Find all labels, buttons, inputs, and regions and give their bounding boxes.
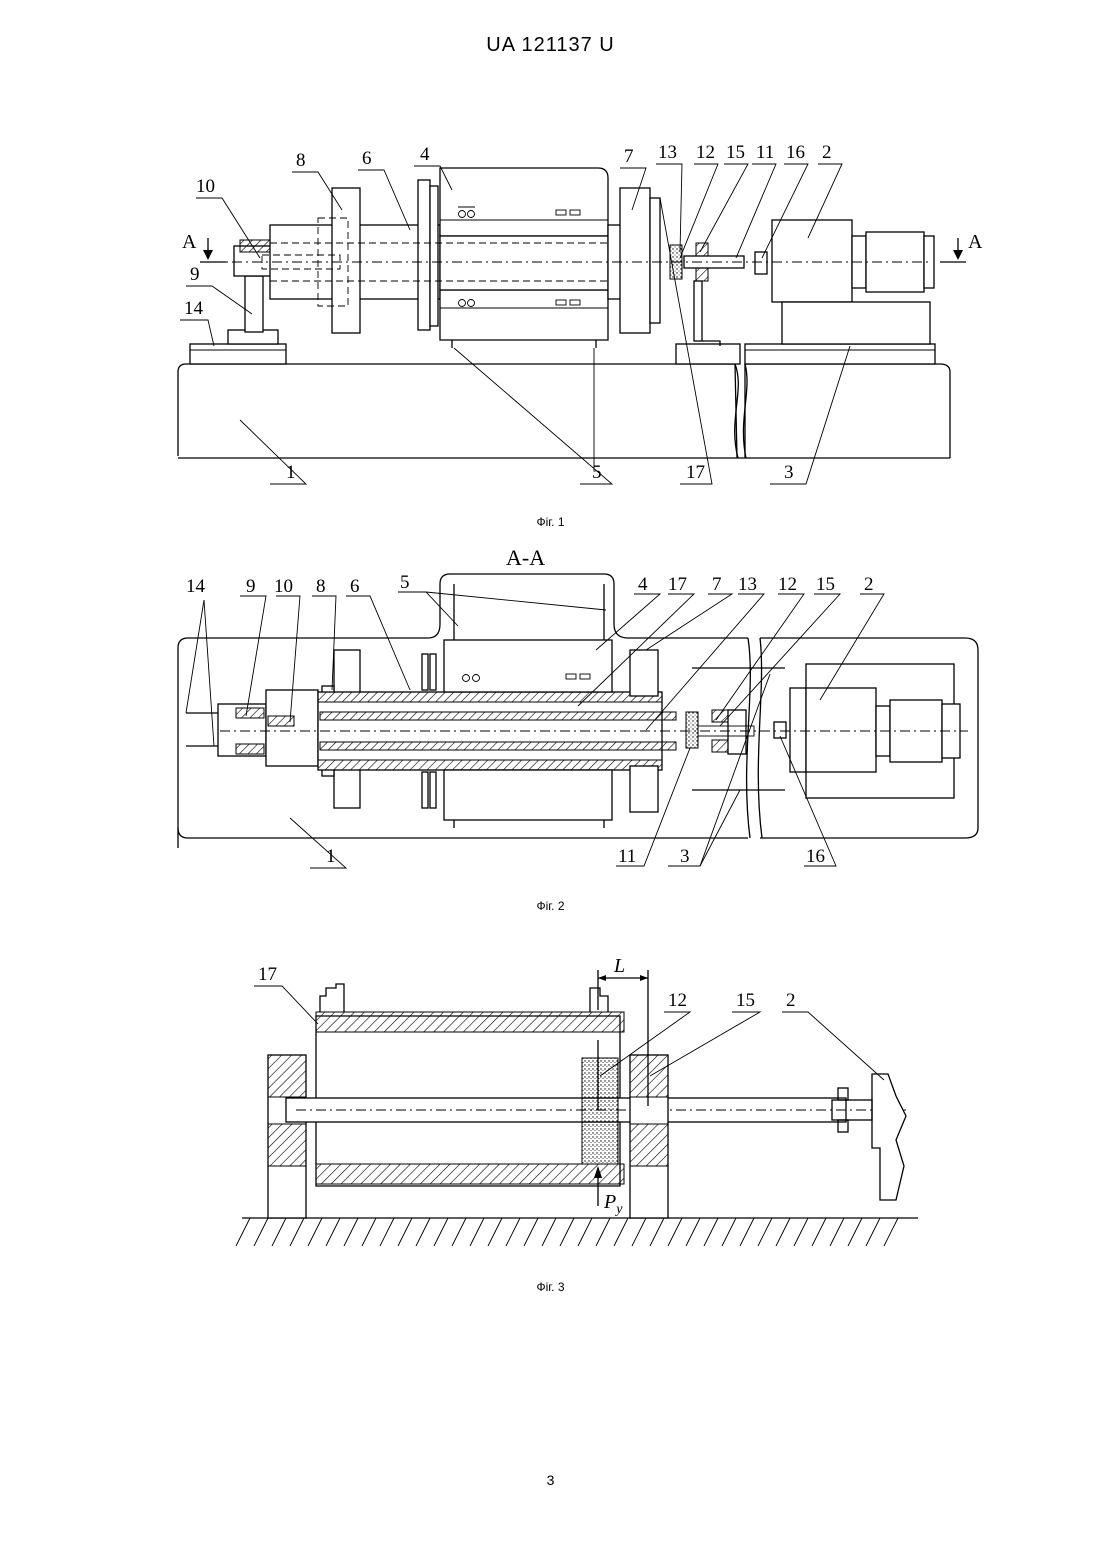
callout-3: 3 [784, 462, 794, 483]
section-mark-a-right: А [968, 231, 983, 253]
machine-base [178, 364, 950, 458]
callout-7: 7 [624, 146, 634, 167]
callout-12: 12 [696, 142, 715, 163]
callout-4: 4 [420, 144, 430, 165]
callout-9: 9 [190, 264, 200, 285]
figure-3-caption: Фіг. 3 [0, 1280, 1101, 1294]
section-arrow-right: А [940, 231, 983, 262]
callout-9: 9 [246, 576, 256, 597]
callout-17: 17 [668, 574, 687, 595]
callout-2: 2 [786, 990, 796, 1011]
callout-16: 16 [806, 846, 825, 867]
callout-8: 8 [296, 150, 306, 171]
callout-12: 12 [668, 990, 687, 1011]
callout-4: 4 [638, 574, 648, 595]
callout-11: 11 [756, 142, 774, 163]
callout-13: 13 [658, 142, 677, 163]
callout-10: 10 [196, 176, 215, 197]
callout-5: 5 [592, 462, 602, 483]
callout-10: 10 [274, 576, 293, 597]
callout-6: 6 [362, 148, 372, 169]
callout-1: 1 [326, 846, 336, 867]
ground-line [236, 1218, 918, 1246]
figure-1-caption: Фіг. 1 [0, 515, 1101, 529]
callout-11: 11 [618, 846, 636, 867]
callout-8: 8 [316, 576, 326, 597]
force-py: Py [603, 1191, 623, 1217]
callout-16: 16 [786, 142, 805, 163]
callout-12: 12 [778, 574, 797, 595]
section-title-aa: А-А [506, 545, 545, 570]
figure-3-drawing: L Py 17 12 15 2 [0, 940, 1101, 1280]
drive-motor-2 [772, 220, 934, 344]
page-number: 3 [0, 1472, 1101, 1488]
callout-14: 14 [184, 298, 204, 319]
furnace-4 [440, 168, 608, 348]
callout-14: 14 [186, 576, 206, 597]
section-arrow-left: А [182, 231, 226, 262]
callout-3: 3 [680, 846, 690, 867]
callout-17: 17 [258, 964, 277, 985]
callouts-fig3: 17 12 15 2 [258, 964, 796, 1011]
section-mark-a-left: А [182, 231, 197, 253]
flange-7 [608, 188, 660, 333]
figure-2-drawing: А-А [0, 540, 1101, 890]
tube-body-6 [270, 180, 440, 333]
callout-1: 1 [286, 462, 296, 483]
callout-2: 2 [822, 142, 832, 163]
figure-1-drawing: А А 8 6 4 7 13 12 15 11 16 [0, 0, 1101, 540]
callout-15: 15 [816, 574, 835, 595]
figure-2-caption: Фіг. 2 [0, 899, 1101, 913]
dimension-l: L [613, 955, 625, 977]
callout-7: 7 [712, 574, 722, 595]
callout-5: 5 [400, 572, 410, 593]
callout-17: 17 [686, 462, 705, 483]
guide-rails [190, 344, 935, 364]
callout-15: 15 [726, 142, 745, 163]
callout-13: 13 [738, 574, 757, 595]
callout-6: 6 [350, 576, 360, 597]
callout-15: 15 [736, 990, 755, 1011]
callout-2: 2 [864, 574, 874, 595]
